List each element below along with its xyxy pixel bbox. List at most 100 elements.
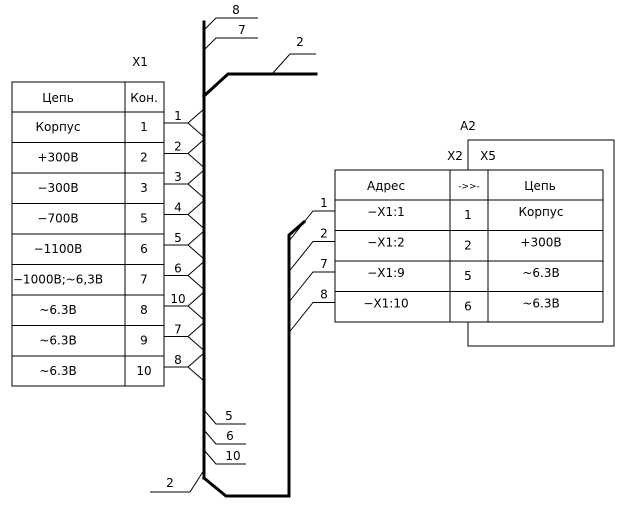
bottom-leader-6 — [203, 429, 246, 445]
x1-wire-bevel — [187, 261, 205, 276]
x1-wire-bevel — [187, 169, 205, 185]
x1-header-contact: Кон. — [130, 91, 158, 105]
x1-row-contact: 8 — [140, 303, 148, 317]
x1-row-contact: 6 — [140, 242, 148, 256]
x1-rows: Корпус 1 1 +300В 2 2 −300В 3 3 −700В 5 4 −1100В 6 5 −10… — [12, 108, 205, 382]
x2-label: X2 — [447, 149, 463, 163]
x1-wire-bevel — [187, 352, 205, 368]
x1-row-circuit: −1000В;~6,3В — [13, 273, 103, 287]
x1-row-circuit: −700В — [37, 212, 78, 226]
x1-row-contact: 2 — [140, 151, 148, 165]
x1-row-contact: 9 — [140, 334, 148, 348]
x1-row-contact: 1 — [140, 120, 148, 134]
x1-wire-leader — [164, 183, 205, 199]
bottom-leader-label-5: 5 — [225, 409, 233, 423]
a2-frame — [467, 139, 615, 347]
a2-row-contact: 2 — [464, 239, 472, 253]
a2-wire-leader — [288, 271, 335, 303]
x1-wire-bevel — [187, 230, 205, 246]
x1-wire-leader — [164, 122, 205, 138]
x1-row-circuit: −300В — [37, 181, 78, 195]
x1-wire-leader — [164, 275, 205, 290]
x1-wire-number: 2 — [174, 140, 182, 154]
x1-wire-number: 3 — [174, 170, 182, 184]
x1-row-contact: 10 — [136, 364, 151, 378]
a2-wire-number: 2 — [320, 227, 328, 241]
x1-wire-number: 4 — [174, 201, 182, 215]
top-leader-7 — [203, 37, 258, 51]
a2-table-frame — [334, 169, 604, 323]
x1-wire-number: 5 — [174, 231, 182, 245]
x1-table: Цепь Кон. — [11, 81, 165, 387]
x1-wire-leader — [164, 305, 205, 321]
x1-wire-bevel — [187, 108, 205, 124]
bottom-leader-10 — [203, 449, 246, 465]
x1-header-circuit: Цепь — [42, 91, 74, 105]
top-leader-8 — [203, 17, 258, 31]
a2-row-address: −X1:2 — [367, 236, 405, 250]
branch-leader-2 — [271, 53, 316, 75]
a2-wire-leader — [288, 302, 335, 333]
a2-row-circuit: ~6.3В — [522, 297, 559, 311]
bus-bottom-leaders: 5 6 10 2 — [150, 409, 246, 493]
x1-wire-leader — [164, 153, 205, 168]
x5-label: X5 — [480, 149, 496, 163]
x1-wire-bevel — [187, 200, 205, 215]
x1-wire-bevel — [187, 322, 205, 337]
x1-row-circuit: −1100В — [34, 242, 83, 256]
x1-row-circuit: +300В — [37, 151, 78, 165]
x1-wire-number: 1 — [174, 109, 182, 123]
x1-title: X1 — [132, 55, 148, 69]
a2-wire-number: 7 — [320, 257, 328, 271]
x1-row-contact: 5 — [140, 212, 148, 226]
a2-row-circuit: ~6.3В — [522, 266, 559, 280]
bus-return — [201, 219, 307, 498]
a2-row-address: −X1:9 — [367, 266, 405, 280]
x1-row-contact: 7 — [140, 273, 148, 287]
bottom-leader-label-6: 6 — [226, 429, 234, 443]
branch-leader-label-2: 2 — [296, 35, 304, 49]
bus-branch-top — [201, 72, 318, 99]
x1-wire-number: 6 — [174, 262, 182, 276]
bottom-leader-label-10: 10 — [225, 449, 240, 463]
x1-wire-bevel — [187, 291, 205, 307]
bottom-leader-label-2: 2 — [166, 476, 174, 490]
cable-bus — [201, 20, 318, 498]
a2-header-circuit: Цепь — [524, 179, 556, 193]
x1-wire-number: 8 — [174, 353, 182, 367]
a2-row-contact: 6 — [464, 300, 472, 314]
a2-row-contact: 1 — [464, 208, 472, 222]
x1-wire-leader — [164, 214, 205, 229]
a2-row-circuit: Корпус — [518, 205, 563, 219]
bus-top-leaders: 8 7 2 — [203, 3, 316, 75]
a2-wire-leader — [288, 210, 335, 242]
a2-row-address: −X1:10 — [363, 297, 408, 311]
bottom-leader-2 — [150, 469, 205, 493]
x1-row-circuit: Корпус — [35, 120, 80, 134]
x1-row-circuit: ~6.3В — [39, 364, 76, 378]
x1-wire-bevel — [187, 139, 205, 154]
x1-row-circuit: ~6.3В — [39, 303, 76, 317]
a2-block: X2 X5 Адрес ->>- Цепь — [334, 139, 615, 347]
a2-row-contact: 5 — [464, 269, 472, 283]
x1-wire-leader — [164, 244, 205, 260]
a2-wire-leader — [288, 241, 335, 272]
top-leader-label-8: 8 — [232, 3, 240, 17]
a2-row-circuit: +300В — [520, 236, 561, 250]
x1-wire-number: 7 — [174, 323, 182, 337]
x1-wire-number: 10 — [170, 292, 185, 306]
a2-header-address: Адрес — [367, 179, 405, 193]
a2-wire-number: 8 — [320, 288, 328, 302]
top-leader-label-7: 7 — [238, 23, 246, 37]
x1-wire-leader — [164, 366, 205, 382]
bottom-leader-5 — [203, 409, 246, 425]
x1-wire-leader — [164, 336, 205, 351]
a2-title: A2 — [460, 119, 476, 133]
a2-header-arrow: ->>- — [458, 182, 480, 192]
x1-row-contact: 3 — [140, 181, 148, 195]
x1-row-circuit: ~6.3В — [39, 334, 76, 348]
a2-row-address: −X1:1 — [367, 205, 405, 219]
a2-wire-number: 1 — [320, 196, 328, 210]
